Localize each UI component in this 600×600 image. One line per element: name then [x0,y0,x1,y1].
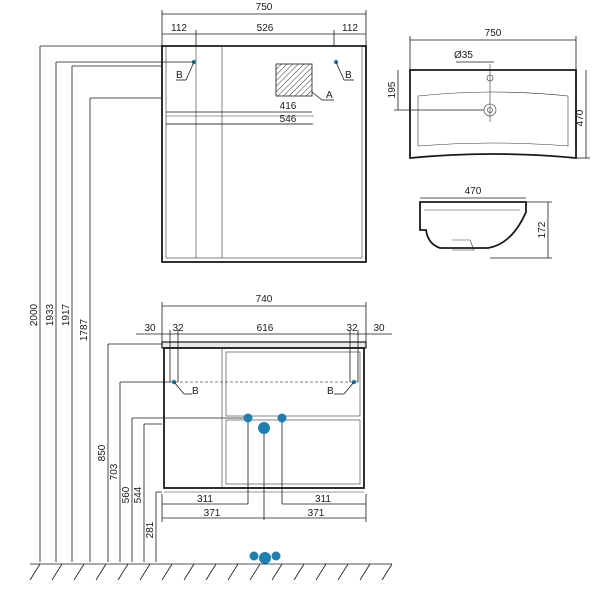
floor-marker-drain [259,552,271,564]
floor-hatch-line [139,563,151,581]
mirror-side-right-label: 112 [342,23,358,34]
height-281-label: 281 [145,521,156,538]
mirror-middle-label: 526 [257,23,274,34]
height-1917-label: 1917 [61,303,72,326]
floor-hatch-line [205,563,217,581]
cabinet-connection-left [243,413,253,423]
mirror-label-b-right: B [345,70,352,81]
floor-marker-right [271,551,281,561]
height-1787-label: 1787 [79,318,90,341]
basin-height-label: 172 [537,221,548,238]
floor-hatch-line [161,563,173,581]
height-560-label: 560 [121,486,132,503]
cabinet-connection-right [277,413,287,423]
height-1933-label: 1933 [45,303,56,326]
mirror-shelf-hatched [275,63,313,97]
floor-hatch-line [359,563,371,581]
floor-hatch-line [227,563,239,581]
basin-side-view: 470 172 [419,186,552,259]
basin-depth-label: 470 [575,109,586,126]
mirror-niche-width-label: 546 [280,114,297,125]
floor-hatch-line [29,563,41,581]
cabinet-bottom-left-b-label: 371 [204,508,221,519]
basin-side-depth-label: 470 [465,186,482,197]
floor-hatch-line [381,563,393,581]
basin-outline [409,69,577,159]
cabinet-label-b-left: B [192,386,199,397]
basin-hole-offset-label: 195 [387,81,398,98]
height-703-label: 703 [109,463,120,480]
mirror-label-a: A [326,90,333,101]
cabinet-edge-right-label: 30 [373,323,385,334]
floor-hatch-line [293,563,305,581]
cabinet-inner-label: 616 [257,323,274,334]
cabinet-width-label: 740 [256,294,273,305]
cabinet-label-b-right: B [327,386,334,397]
cabinet-edge-left-label: 30 [144,323,156,334]
mirror-leader-b-right [335,61,345,81]
cabinet-bottom-right-b-label: 371 [308,508,325,519]
mirror-side-left-label: 112 [171,23,187,34]
mirror-cabinet: 750 112 526 112 416 546 A B B [161,2,367,263]
basin-side-drain [452,239,475,251]
cabinet-offset-left-label: 32 [172,323,184,334]
basin-width-label: 750 [485,28,502,39]
floor-hatch-line [271,563,283,581]
mirror-leader-b-left [185,61,195,81]
floor-hatch-line [249,563,261,581]
floor [29,563,393,581]
floor-hatch-line [73,563,85,581]
floor-hatch-line [337,563,349,581]
mirror-frame [161,45,367,263]
height-2000-label: 2000 [29,303,40,326]
cabinet-bottom-right-a-label: 311 [315,494,331,505]
floor-hatching [29,563,393,581]
floor-hatch-line [117,563,129,581]
basin-top-view: 750 Ø35 195 470 [387,28,590,159]
cabinet-leader-b-left [173,381,185,395]
floor-hatch-line [183,563,195,581]
cabinet-drawer-top [225,351,361,417]
basin-side-outline [419,201,527,249]
mirror-label-b-left: B [176,70,183,81]
height-544-label: 544 [133,486,144,503]
floor-marker-left [249,551,259,561]
floor-hatch-line [315,563,327,581]
mirror-leader-a [311,91,323,101]
cabinet-bottom-left-a-label: 311 [197,494,213,505]
cabinet-leader-b-right [343,381,355,395]
mirror-width-label: 750 [256,2,273,13]
mirror-inner-frame [165,45,363,259]
mirror-shelf-width-label: 416 [280,101,297,112]
cabinet-drain-marker [258,422,270,434]
basin-bowl [417,91,569,147]
height-850-label: 850 [97,444,108,461]
floor-hatch-line [51,563,63,581]
basin-hole-diameter-label: Ø35 [454,50,473,61]
height-dimensions: 2000 1933 1917 1787 850 703 560 544 281 [29,45,248,562]
vanity-cabinet: 740 30 32 616 32 30 B B 311 311 [136,294,392,564]
cabinet-drawer-bottom [225,419,361,485]
floor-hatch-line [95,563,107,581]
cabinet-offset-right-label: 32 [346,323,358,334]
